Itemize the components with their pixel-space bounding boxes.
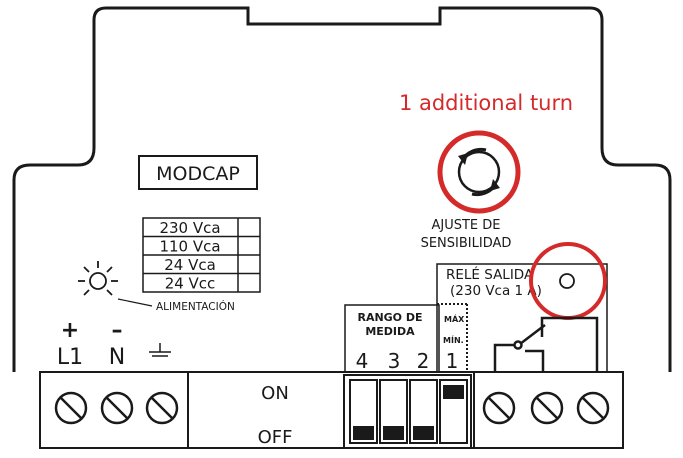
voltage-24ac: 24 Vca: [164, 256, 216, 274]
range-label-line2: MEDIDA: [365, 325, 415, 338]
alimentacion-leader: [117, 298, 153, 307]
screw-terminal[interactable]: [576, 391, 610, 425]
range-number-4: 4: [356, 349, 369, 373]
dip-switch-4[interactable]: [349, 379, 378, 444]
annotation-text: 1 additional turn: [399, 91, 573, 115]
light-indicator-icon: [78, 261, 118, 296]
rotate-arrows-icon: [457, 147, 501, 197]
screw-terminal[interactable]: [530, 391, 564, 425]
voltage-230: 230 Vca: [159, 219, 220, 237]
dip-switch-3[interactable]: [379, 379, 408, 444]
range-number-2: 2: [417, 349, 430, 373]
relay-contact-icon: [493, 316, 599, 372]
relay-label-line1: RELÉ SALIDA: [446, 266, 534, 283]
range-number-3: 3: [388, 349, 401, 373]
model-label: MODCAP: [156, 163, 240, 185]
dip-switch-2[interactable]: [409, 379, 438, 444]
sensitivity-label-line1: AJUSTE DE: [431, 218, 500, 233]
on-label: ON: [261, 383, 289, 404]
min-label: MÍN.: [443, 334, 464, 345]
ground-icon: [149, 343, 171, 357]
relay-led: [559, 273, 575, 289]
screw-terminal[interactable]: [54, 391, 88, 425]
range-number-1: 1: [446, 349, 459, 373]
dip-switch-housing: [343, 374, 472, 449]
screw-terminal[interactable]: [145, 391, 179, 425]
screw-terminal[interactable]: [100, 391, 134, 425]
range-label-line1: RANGO DE: [357, 311, 422, 324]
relay-label-line2: (230 Vca 1 A): [450, 283, 542, 299]
terminal-block: [39, 371, 624, 449]
sensitivity-label-line2: SENSIBILIDAD: [421, 236, 512, 251]
l1-label: L1: [57, 345, 83, 370]
model-label-box: [138, 155, 258, 190]
n-label: N: [109, 345, 125, 370]
minus-sign: –: [112, 318, 123, 343]
sensitivity-highlight-circle: [437, 130, 521, 214]
screw-terminal[interactable]: [482, 391, 516, 425]
alimentacion-label: ALIMENTACIÓN: [156, 300, 235, 313]
dip-switch-1[interactable]: [439, 379, 468, 444]
voltage-110: 110 Vca: [159, 238, 220, 256]
voltage-table: 230 Vca 110 Vca 24 Vca 24 Vcc: [142, 217, 261, 293]
plus-sign: +: [61, 318, 79, 343]
housing-outline: [12, 6, 672, 372]
max-label: MÁX: [444, 313, 465, 324]
voltage-24dc: 24 Vcc: [165, 275, 216, 293]
off-label: OFF: [258, 427, 293, 448]
